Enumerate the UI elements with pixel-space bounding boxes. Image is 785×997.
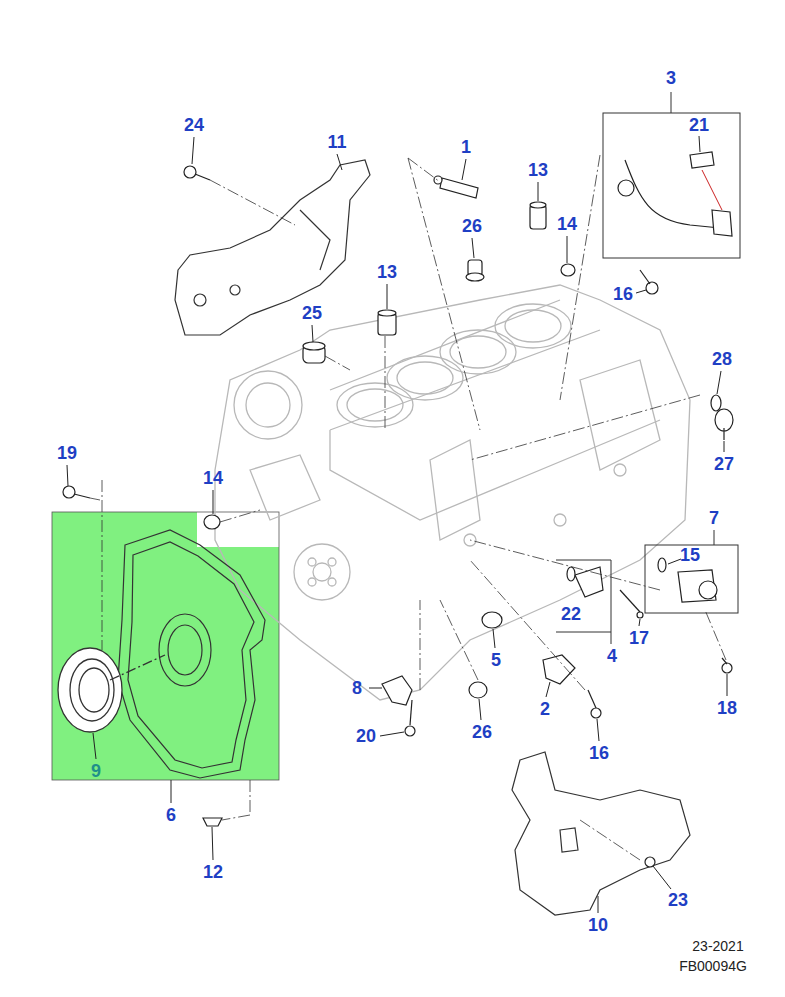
drawing-code: FB00094G: [679, 959, 747, 973]
installation-line: [90, 155, 726, 860]
callout-number: 23: [668, 891, 688, 909]
callout-number: 15: [680, 546, 700, 564]
callout-number: 28: [712, 350, 732, 368]
engine-block: [215, 285, 690, 700]
highlight-region: [52, 512, 279, 780]
small-parts: [63, 152, 733, 867]
callout-number: 20: [356, 727, 376, 745]
oil-seal: [58, 648, 165, 732]
callout-number: 19: [57, 444, 77, 462]
callout-number: 13: [528, 161, 548, 179]
callout-number: 2: [540, 700, 550, 718]
callout-number: 16: [613, 285, 633, 303]
callout-number: 26: [472, 723, 492, 741]
callout-number: 24: [184, 116, 204, 134]
callout-number: 21: [689, 116, 709, 134]
callout-number: 4: [607, 647, 617, 665]
drawing-code: 23-2021: [692, 939, 743, 953]
callout-number: 7: [709, 509, 719, 527]
callout-number: 11: [327, 133, 346, 151]
leader-line: [67, 136, 727, 913]
callout-number: 12: [203, 863, 223, 881]
callout-number: 14: [557, 215, 577, 233]
callout-number: 5: [491, 651, 501, 669]
heat-shield: [512, 752, 690, 915]
callout-number: 16: [589, 744, 609, 762]
callout-number: 26: [462, 217, 482, 235]
callout-number: 3: [666, 69, 676, 87]
callout-number: 1: [461, 138, 471, 156]
callout-number: 6: [166, 806, 176, 824]
group-bracket: [556, 92, 740, 644]
callout-number: 13: [377, 263, 397, 281]
heat-shield: [175, 160, 370, 335]
callout-number: 17: [629, 629, 649, 647]
callout-number: 18: [717, 699, 737, 717]
callout-number: 10: [588, 916, 608, 934]
callout-number: 27: [714, 455, 734, 473]
callout-number: 22: [561, 605, 581, 623]
timing-cover: [118, 530, 265, 778]
callout-number: 9: [91, 762, 101, 780]
callout-number: 8: [352, 679, 362, 697]
callout-number: 14: [203, 469, 223, 487]
callout-number: 25: [302, 304, 322, 322]
